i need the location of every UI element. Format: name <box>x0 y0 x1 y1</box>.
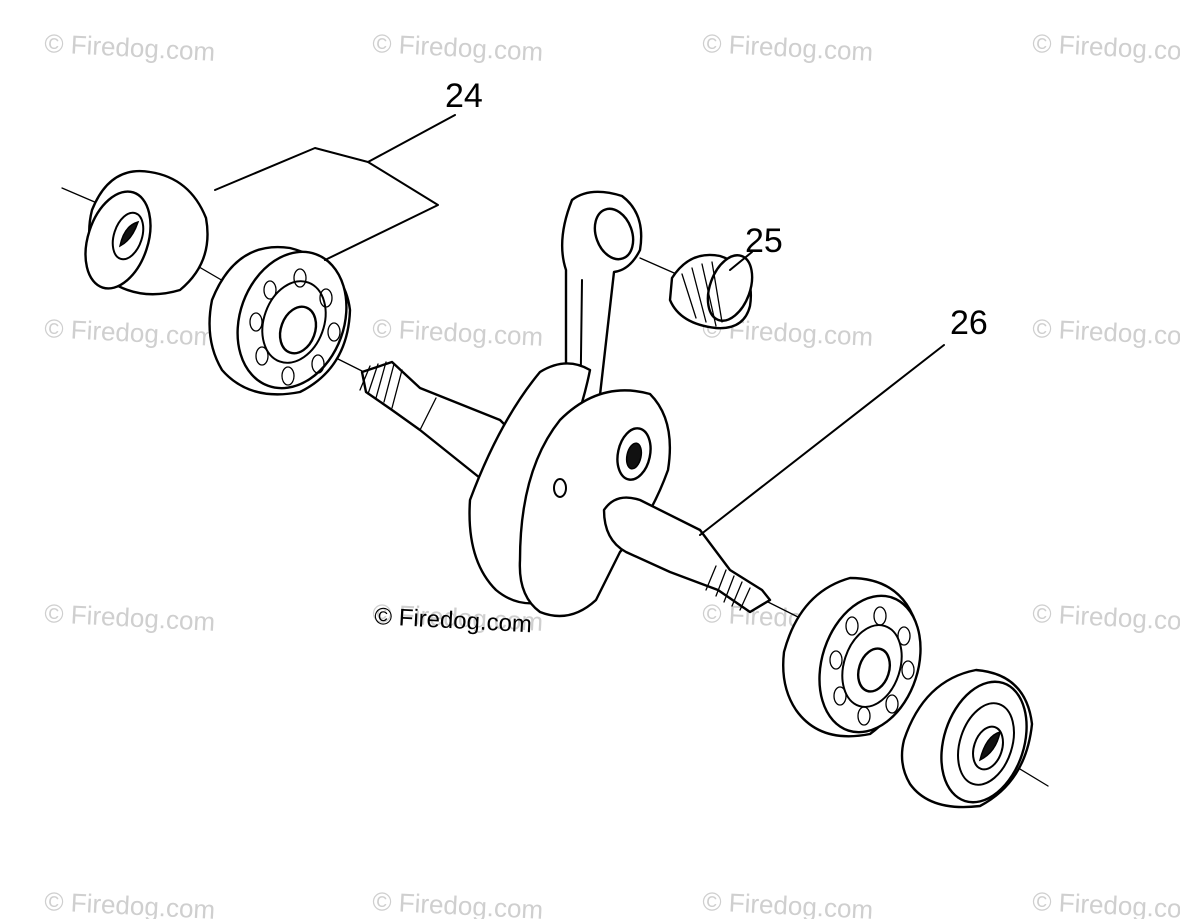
watermark-text: © Firedog.com <box>44 313 216 352</box>
crankshaft-right-shaft <box>602 496 772 614</box>
watermark-text: © Firedog.com <box>44 886 216 919</box>
callout-24: 24 <box>445 77 483 115</box>
watermark-text: © Firedog.com <box>44 28 216 67</box>
needle-bearing <box>668 253 754 330</box>
watermark-text: © Firedog.com <box>1032 598 1180 637</box>
right-seal <box>900 668 1034 809</box>
left-bearing <box>208 245 352 396</box>
left-seal <box>84 169 209 296</box>
watermark-text: © Firedog.com <box>44 598 216 637</box>
right-bearing <box>782 576 922 738</box>
watermark-text: © Firedog.com <box>372 313 544 352</box>
watermark-text: © Firedog.com <box>1032 313 1180 352</box>
watermark-text: © Firedog.com <box>1032 886 1180 919</box>
watermark-text: © Firedog.com <box>702 28 874 67</box>
crank-webs <box>468 362 672 618</box>
watermark-text: © Firedog.com <box>372 886 544 919</box>
leader-lines <box>214 114 945 536</box>
watermark-text: © Firedog.com <box>1032 28 1180 67</box>
watermark-text: © Firedog.com <box>372 28 544 67</box>
callout-26: 26 <box>950 304 988 342</box>
watermark-layer: © Firedog.com © Firedog.com © Firedog.com ©… <box>44 28 1180 919</box>
watermark-text: © Firedog.com <box>702 886 874 919</box>
callout-25: 25 <box>745 222 783 260</box>
